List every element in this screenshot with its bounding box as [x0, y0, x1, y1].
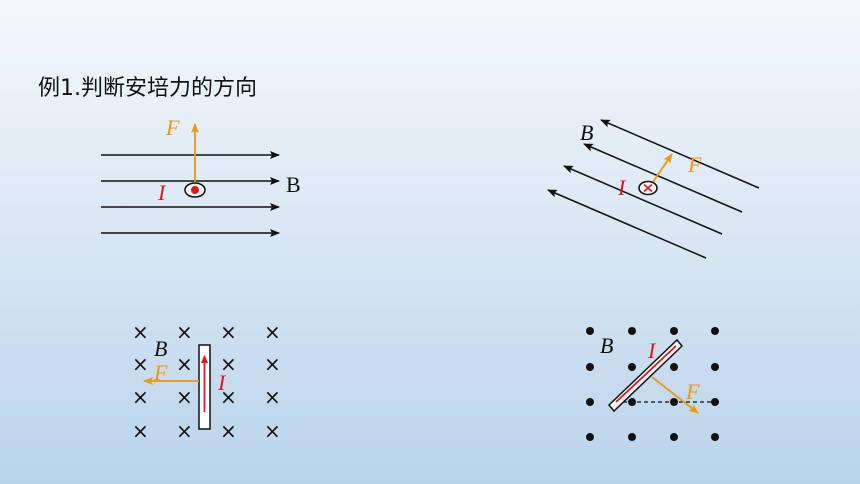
current-label: I: [647, 338, 657, 363]
current-into-cross-icon: [643, 183, 653, 193]
field-into-page-icon: ×: [220, 385, 237, 409]
field-out-of-page-dot-icon: [586, 398, 594, 406]
field-into-page-icon: ×: [176, 419, 193, 443]
field-out-of-page-grid: [586, 327, 719, 441]
field-out-of-page-dot-icon: [628, 433, 636, 441]
force-label: F: [685, 379, 700, 404]
field-out-of-page-dot-icon: [711, 398, 719, 406]
force-label: F: [165, 115, 180, 140]
force-arrow: [650, 153, 673, 186]
field-into-page-grid: × × × × × × × × × × × × × × × ×: [132, 320, 281, 443]
diagram-bottom-right: B I F: [586, 327, 719, 441]
field-label: B: [600, 333, 613, 358]
field-into-page-icon: ×: [132, 419, 149, 443]
force-label: F: [153, 360, 168, 385]
current-line: [615, 345, 677, 403]
current-label: I: [617, 175, 627, 200]
field-into-page-icon: ×: [220, 352, 237, 376]
force-label: F: [687, 152, 702, 177]
field-out-of-page-dot-icon: [711, 363, 719, 371]
field-into-page-icon: ×: [132, 320, 149, 344]
force-arrow: [651, 376, 699, 414]
field-into-page-icon: ×: [264, 385, 281, 409]
field-line: [600, 119, 760, 189]
current-label: I: [217, 370, 227, 395]
field-into-page-icon: ×: [176, 385, 193, 409]
diagram-bottom-left: × × × × × × × × × × × × × × × × B F I: [132, 320, 281, 443]
diagram-top-left: F I B: [101, 115, 301, 237]
field-out-of-page-dot-icon: [586, 433, 594, 441]
field-out-of-page-dot-icon: [586, 327, 594, 335]
field-out-of-page-dot-icon: [670, 327, 678, 335]
field-into-page-icon: ×: [220, 320, 237, 344]
field-out-of-page-dot-icon: [711, 433, 719, 441]
page-title: 例1.判断安培力的方向: [38, 76, 257, 101]
field-out-of-page-dot-icon: [586, 363, 594, 371]
field-out-of-page-dot-icon: [670, 433, 678, 441]
field-line: [583, 143, 743, 213]
field-out-of-page-dot-icon: [711, 327, 719, 335]
field-into-page-icon: ×: [220, 419, 237, 443]
current-label: I: [157, 180, 167, 205]
field-into-page-icon: ×: [264, 352, 281, 376]
diagram-top-right: B I F: [547, 119, 760, 259]
field-lines: [547, 119, 760, 259]
current-out-dot-icon: [191, 186, 199, 194]
field-into-page-icon: ×: [132, 385, 149, 409]
field-into-page-icon: ×: [264, 320, 281, 344]
field-label: B: [154, 336, 167, 361]
field-into-page-icon: ×: [264, 419, 281, 443]
field-out-of-page-dot-icon: [628, 327, 636, 335]
field-line: [563, 165, 723, 235]
field-label: B: [286, 172, 301, 197]
field-into-page-icon: ×: [176, 352, 193, 376]
field-label: B: [580, 120, 593, 145]
field-line: [547, 189, 707, 259]
field-out-of-page-dot-icon: [670, 363, 678, 371]
field-out-of-page-dot-icon: [628, 363, 636, 371]
field-into-page-icon: ×: [176, 320, 193, 344]
field-into-page-icon: ×: [132, 352, 149, 376]
field-lines: [101, 151, 280, 237]
